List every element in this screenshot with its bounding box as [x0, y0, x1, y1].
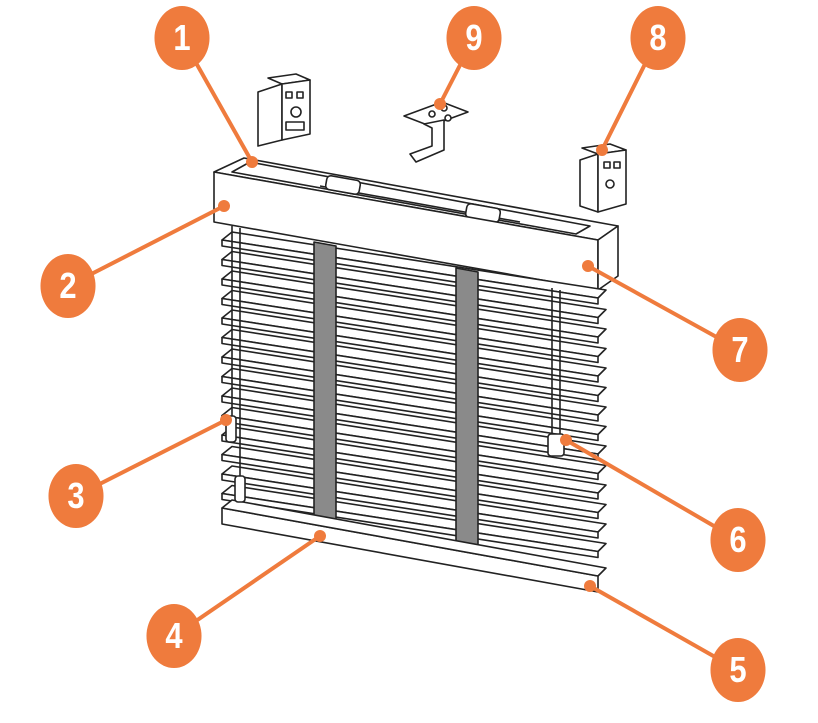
callout-anchor-2: [218, 200, 230, 212]
callout-leader-4: [172, 534, 322, 638]
callout-badge-7: 7: [712, 318, 768, 382]
callout-anchor-8: [596, 144, 608, 156]
callout-badge-5: 5: [710, 638, 766, 702]
callout-anchor-9: [434, 98, 446, 110]
callout-leaders: [67, 37, 741, 672]
callout-badge-4: 4: [146, 604, 202, 668]
callout-anchor-7: [582, 260, 594, 272]
callout-badge-1: 1: [154, 6, 210, 70]
callout-leader-6: [564, 438, 740, 542]
callout-leader-2: [67, 204, 225, 288]
bottom-rail: [221, 499, 607, 593]
callout-badge-3: 3: [48, 464, 104, 528]
callout-badge-8: 8: [630, 6, 686, 70]
callout-badge-9: 9: [446, 6, 502, 70]
ladder-tape-right: [455, 267, 479, 571]
callout-anchor-5: [584, 580, 596, 592]
callout-badge-2: 2: [40, 254, 96, 318]
venetian-blind-illustration: [213, 73, 627, 593]
callout-anchor-3: [220, 414, 232, 426]
end-bracket-right: [579, 143, 627, 213]
left-cords: [225, 226, 246, 503]
end-bracket-left: [257, 73, 311, 147]
callout-anchor-1: [246, 156, 258, 168]
center-support-bracket: [403, 101, 469, 163]
callout-anchor-6: [560, 434, 572, 446]
headrail: [213, 157, 619, 291]
ladder-tape-left: [313, 241, 337, 545]
callout-badge-6: 6: [710, 508, 766, 572]
callout-anchor-4: [314, 530, 326, 542]
